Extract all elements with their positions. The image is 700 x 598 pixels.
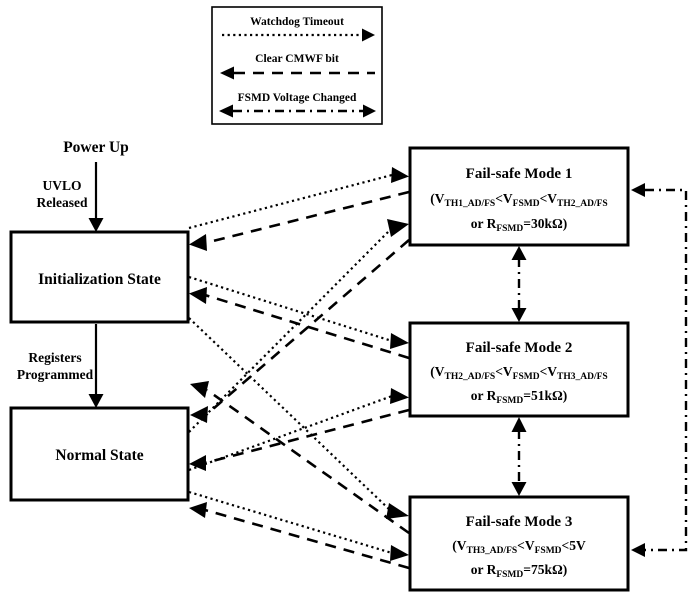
transition-normal-to-mode3-watchdog-line bbox=[188, 490, 393, 555]
fail-safe-mode-2-resistance: or RFSMD=51kΩ) bbox=[471, 388, 568, 406]
fail-safe-mode-2-condition: (VTH2_AD/FS<VFSMD<VTH3_AD/FS bbox=[430, 364, 607, 382]
transition-mode3-to-normal-clear-cmwf bbox=[189, 502, 410, 570]
transition-normal-to-mode3-watchdog bbox=[188, 490, 409, 561]
registers-programmed-label-line1: Registers bbox=[28, 350, 81, 365]
transition-init-to-mode3-watchdog-line bbox=[188, 317, 393, 513]
fail-safe-mode-1-box[interactable] bbox=[408, 146, 630, 247]
transition-mode2-to-init-clear-cmwf-arrowhead bbox=[189, 287, 207, 304]
fail-safe-mode-1[interactable]: Fail-safe Mode 1 (VTH1_AD/FS<VFSMD<VTH2_… bbox=[408, 146, 630, 247]
transition-mode2-mode3-fsmd-voltage bbox=[511, 417, 527, 496]
transition-mode3-to-init-clear-cmwf-arrowhead bbox=[190, 381, 209, 398]
registers-programmed-label-line2: Programmed bbox=[17, 367, 94, 382]
transition-mode1-mode2-arrowhead-up bbox=[511, 246, 527, 260]
transition-mode1-mode3-arrowhead-bottom bbox=[631, 543, 645, 557]
initialization-state[interactable]: Initialization State bbox=[9, 230, 190, 324]
transition-init-to-mode1-watchdog-arrowhead bbox=[391, 167, 409, 183]
power-up-label: Power Up bbox=[63, 139, 129, 156]
transition-mode1-to-init-clear-cmwf-arrowhead bbox=[189, 234, 207, 251]
legend-arrowhead-fsmd-left bbox=[219, 104, 233, 118]
registers-programmed-transition: Registers Programmed bbox=[17, 324, 104, 408]
transition-mode1-to-init-clear-cmwf-line bbox=[204, 190, 410, 245]
fail-safe-mode-3-resistance: or RFSMD=75kΩ) bbox=[471, 562, 568, 580]
transition-mode2-mode3-arrowhead-down bbox=[511, 482, 527, 496]
registers-programmed-arrowhead bbox=[88, 394, 104, 408]
fail-safe-mode-1-condition: (VTH1_AD/FS<VFSMD<VTH2_AD/FS bbox=[430, 191, 607, 209]
legend-arrowhead-watchdog-right bbox=[362, 28, 375, 42]
transition-mode3-to-init-clear-cmwf-line bbox=[206, 388, 410, 535]
initialization-state-box[interactable] bbox=[9, 230, 190, 324]
transition-init-to-mode1-watchdog bbox=[188, 167, 409, 230]
transition-mode3-to-normal-clear-cmwf-line bbox=[204, 508, 410, 570]
transition-mode2-to-normal-clear-cmwf-line bbox=[204, 408, 410, 465]
normal-state-label: Normal State bbox=[55, 447, 143, 464]
transition-normal-to-mode2-watchdog bbox=[188, 388, 409, 472]
transition-mode1-mode3-arrowhead-top bbox=[631, 183, 645, 197]
legend-label-fsmd-voltage: FSMD Voltage Changed bbox=[238, 92, 357, 104]
fail-safe-mode-1-title: Fail-safe Mode 1 bbox=[466, 166, 573, 182]
legend-border bbox=[211, 6, 383, 125]
fail-safe-mode-1-resistance: or RFSMD=30kΩ) bbox=[471, 216, 568, 234]
transition-mode2-to-normal-clear-cmwf-arrowhead bbox=[189, 455, 206, 471]
fail-safe-mode-3-condition: (VTH3_AD/FS<VFSMD<5V bbox=[452, 538, 586, 556]
fail-safe-mode-3[interactable]: Fail-safe Mode 3 (VTH3_AD/FS<VFSMD<5V or… bbox=[408, 495, 630, 592]
transition-mode2-to-init-clear-cmwf-line bbox=[204, 293, 410, 360]
transition-normal-to-mode2-watchdog-line bbox=[188, 394, 393, 472]
legend-arrowhead-clear-cmwf-left bbox=[220, 66, 234, 80]
transition-mode3-to-init-clear-cmwf bbox=[190, 381, 410, 535]
transition-init-to-mode2-watchdog-line bbox=[188, 275, 393, 343]
transition-normal-to-mode3-watchdog-arrowhead bbox=[390, 545, 409, 561]
transition-mode3-to-normal-clear-cmwf-arrowhead bbox=[189, 502, 207, 518]
uvlo-released-label-line2: Released bbox=[37, 195, 88, 210]
transition-mode1-mode2-fsmd-voltage bbox=[511, 246, 527, 322]
initialization-state-label: Initialization State bbox=[38, 271, 161, 288]
transition-mode2-to-init-clear-cmwf bbox=[189, 287, 410, 360]
transition-mode1-mode3-fsmd-voltage-path bbox=[645, 188, 688, 552]
fail-safe-mode-2-box[interactable] bbox=[408, 321, 630, 418]
transition-mode2-to-normal-clear-cmwf bbox=[189, 408, 410, 471]
uvlo-released-label-line1: UVLO bbox=[42, 178, 81, 193]
transition-init-to-mode1-watchdog-line bbox=[188, 173, 393, 230]
fail-safe-mode-3-box[interactable] bbox=[408, 495, 630, 592]
legend-arrowhead-fsmd-right bbox=[363, 104, 376, 118]
legend-label-watchdog: Watchdog Timeout bbox=[250, 16, 344, 28]
transition-mode1-mode3-fsmd-voltage bbox=[631, 183, 688, 557]
power-up-arrowhead bbox=[88, 218, 104, 232]
transition-init-to-mode2-watchdog-arrowhead bbox=[390, 333, 409, 349]
transition-mode1-to-normal-clear-cmwf-line bbox=[205, 239, 410, 416]
fail-safe-mode-3-title: Fail-safe Mode 3 bbox=[466, 514, 573, 530]
transition-mode1-mode2-arrowhead-down bbox=[511, 308, 527, 322]
transition-mode1-to-init-clear-cmwf bbox=[189, 190, 410, 251]
transition-normal-to-mode2-watchdog-arrowhead bbox=[390, 388, 409, 404]
fail-safe-mode-2-title: Fail-safe Mode 2 bbox=[466, 340, 573, 356]
normal-state[interactable]: Normal State bbox=[9, 406, 190, 502]
transition-mode1-to-normal-clear-cmwf bbox=[190, 239, 410, 423]
transition-normal-to-mode1-watchdog bbox=[188, 219, 409, 433]
transition-normal-to-mode1-watchdog-arrowhead bbox=[387, 219, 409, 237]
transition-init-to-mode2-watchdog bbox=[188, 275, 409, 349]
transition-mode1-to-normal-clear-cmwf-arrowhead bbox=[190, 406, 208, 423]
transition-init-to-mode3-watchdog bbox=[188, 317, 409, 519]
legend-label-clear-cmwf: Clear CMWF bit bbox=[255, 53, 339, 65]
transition-mode2-mode3-arrowhead-up bbox=[511, 417, 527, 432]
power-up-entry: Power Up UVLO Released bbox=[37, 139, 129, 232]
normal-state-box[interactable] bbox=[9, 406, 190, 502]
fail-safe-mode-2[interactable]: Fail-safe Mode 2 (VTH2_AD/FS<VFSMD<VTH3_… bbox=[408, 321, 630, 418]
transition-legend: Watchdog Timeout Clear CMWF bit FSMD Vol… bbox=[211, 6, 383, 125]
transition-normal-to-mode1-watchdog-line bbox=[188, 227, 393, 433]
transition-init-to-mode3-watchdog-arrowhead bbox=[386, 503, 409, 519]
